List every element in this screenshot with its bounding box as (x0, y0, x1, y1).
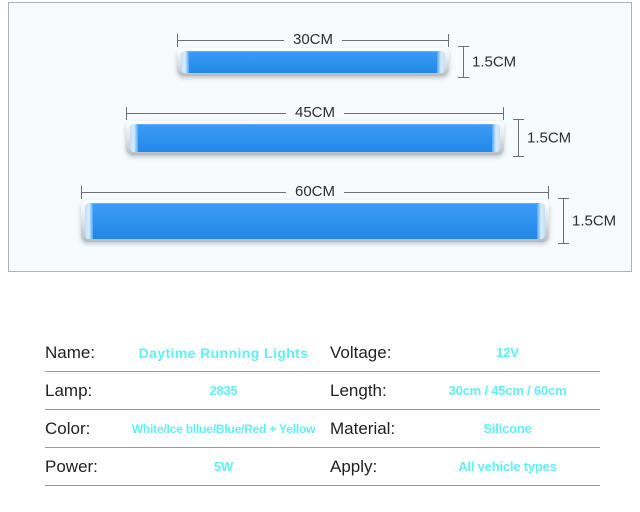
product-row-30cm: 30CM 1.5CM (169, 28, 589, 93)
dimension-rule-vertical (563, 198, 564, 244)
spec-cell-lamp: Lamp: 2835 (45, 372, 330, 409)
spec-key-lamp: Lamp: (45, 380, 93, 400)
spec-key-name: Name: (45, 342, 96, 362)
spec-key-voltage: Voltage: (330, 342, 392, 362)
dimension-tick-right-icon (503, 107, 504, 120)
spec-key-length: Length: (330, 380, 387, 400)
spec-cell-voltage: Voltage: 12V (330, 334, 600, 371)
dimension-marker-height-45cm: 1.5CM (512, 119, 572, 157)
spec-cell-apply: Apply: All vehicle types (330, 448, 600, 485)
spec-cell-material: Material: Silicone (330, 410, 600, 447)
dimension-cap-top-icon (513, 119, 524, 120)
spec-value-material: Silicone (483, 421, 532, 436)
dimension-marker-height-60cm: 1.5CM (557, 198, 617, 244)
spec-key-material: Material: (330, 418, 396, 438)
spec-cell-length: Length: 30cm / 45cm / 60cm (330, 372, 600, 409)
dimension-marker-height-30cm: 1.5CM (457, 46, 517, 78)
dimension-cap-top-icon (558, 198, 569, 199)
dimension-tick-left-icon (81, 186, 82, 199)
dimension-cap-bottom-icon (513, 156, 524, 157)
spec-value-color: White/Ice bllue/Blue/Red + Yellow (131, 421, 316, 436)
dimension-label-height: 1.5CM (472, 53, 517, 71)
product-dimension-panel: 30CM 1.5CM 45CM 1.5CM (8, 2, 632, 272)
dimension-tick-left-icon (177, 34, 178, 47)
spec-key-color: Color: (45, 418, 91, 438)
table-row: Name: Daytime Running Lights Voltage: 12… (45, 334, 600, 372)
dimension-cap-top-icon (458, 46, 469, 47)
dimension-label-height: 1.5CM (527, 129, 572, 147)
table-row: Color: White/Ice bllue/Blue/Red + Yellow… (45, 410, 600, 448)
dimension-tick-right-icon (548, 186, 549, 199)
table-row: Power: 5W Apply: All vehicle types (45, 448, 600, 486)
spec-key-apply: Apply: (330, 456, 378, 476)
led-strip-glow (130, 124, 500, 152)
dimension-cap-bottom-icon (558, 243, 569, 244)
spec-value-apply: All vehicle types (458, 459, 557, 474)
spec-cell-name: Name: Daytime Running Lights (45, 334, 330, 371)
product-row-60cm: 60CM 1.5CM (73, 180, 616, 253)
dimension-label-height: 1.5CM (572, 212, 617, 230)
dimension-tick-left-icon (126, 107, 127, 120)
table-row: Lamp: 2835 Length: 30cm / 45cm / 60cm (45, 372, 600, 410)
led-bar-45cm (126, 121, 504, 155)
spec-value-length: 30cm / 45cm / 60cm (448, 383, 567, 398)
dimension-rule-vertical (518, 119, 519, 157)
dimension-line-30cm: 30CM (177, 28, 449, 52)
spec-value-name: Daytime Running Lights (138, 344, 309, 361)
dimension-tick-right-icon (448, 34, 449, 47)
led-bar-30cm (177, 48, 449, 76)
led-bar-60cm (81, 200, 549, 242)
dimension-line-60cm: 60CM (81, 180, 549, 204)
led-strip-glow (181, 51, 445, 73)
spec-key-power: Power: (45, 456, 98, 476)
spec-cell-power: Power: 5W (45, 448, 330, 485)
dimension-rule-vertical (463, 46, 464, 78)
spec-cell-color: Color: White/Ice bllue/Blue/Red + Yellow (45, 410, 330, 447)
dimension-cap-bottom-icon (458, 77, 469, 78)
specification-table: Name: Daytime Running Lights Voltage: 12… (45, 334, 600, 486)
spec-value-lamp: 2835 (209, 383, 238, 398)
spec-value-voltage: 12V (496, 345, 519, 360)
led-strip-glow (85, 203, 545, 239)
product-row-45cm: 45CM 1.5CM (118, 101, 588, 168)
dimension-line-45cm: 45CM (126, 101, 504, 125)
spec-value-power: 5W (213, 459, 234, 474)
